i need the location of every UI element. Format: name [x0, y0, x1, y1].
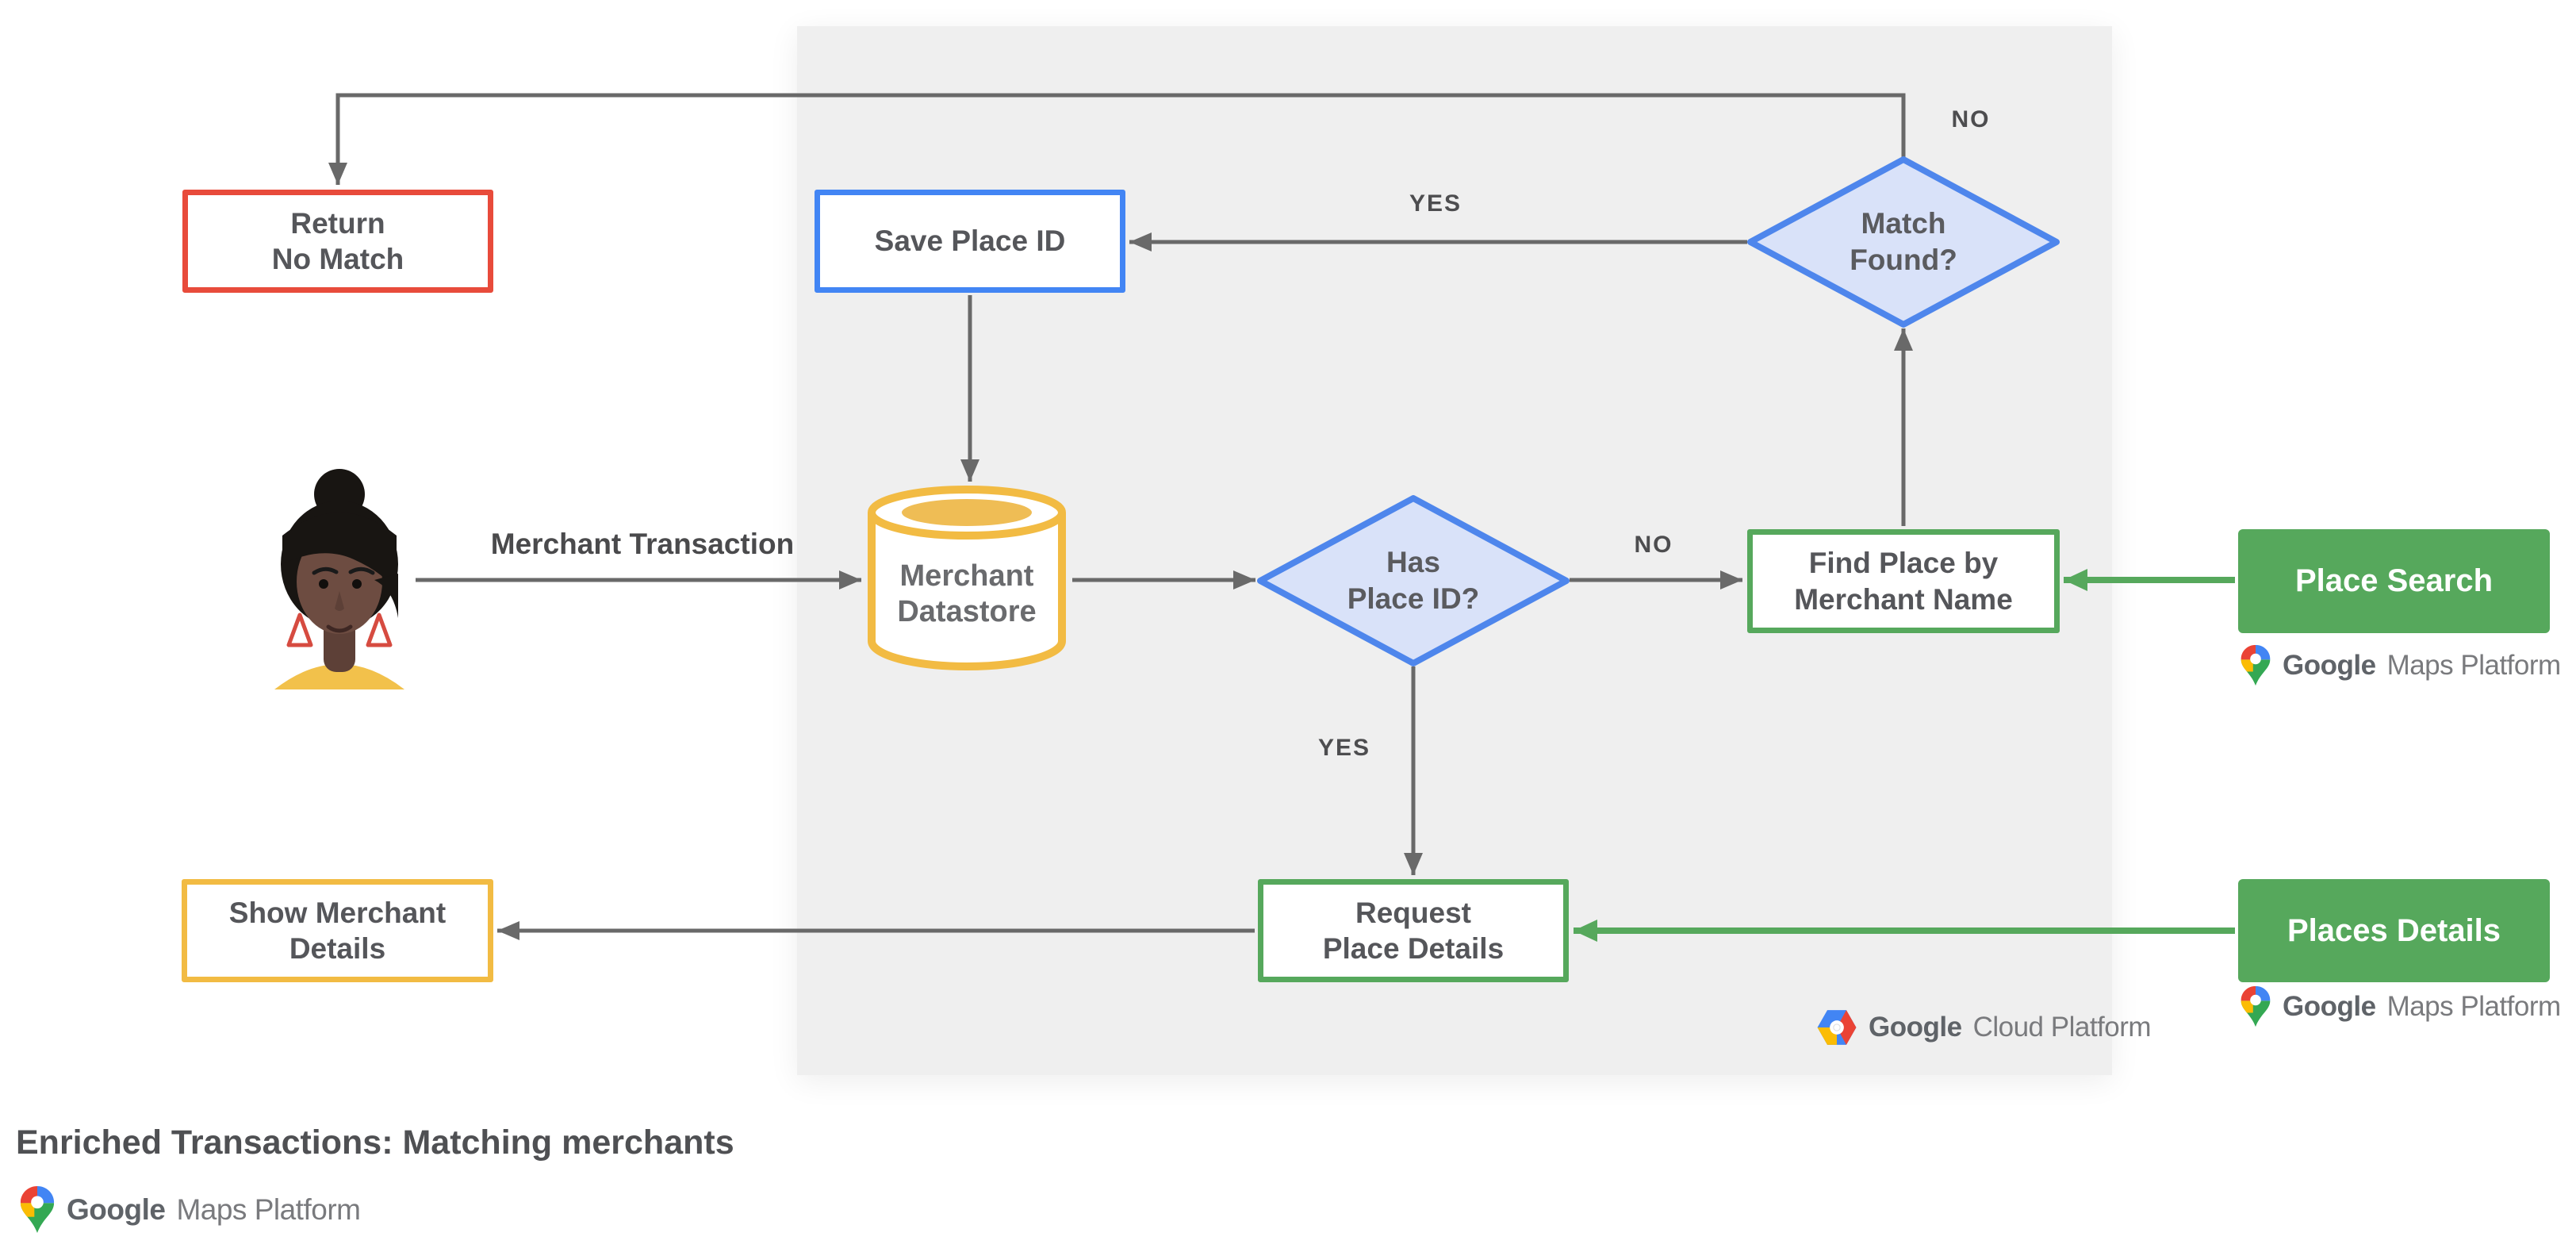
place-search-api-box: Place Search — [2238, 529, 2550, 633]
match-found-yes-label: YES — [1409, 190, 1462, 217]
user-avatar — [274, 469, 404, 689]
gmp-google-text: Google — [2283, 649, 2376, 681]
gmp-logo-footer: Google Maps Platform — [19, 1185, 361, 1234]
gmp-product-text: Maps Platform — [176, 1192, 361, 1226]
merchant-transaction-label: Merchant Transaction — [490, 528, 795, 560]
gcp-google-text: Google — [1869, 1012, 1962, 1043]
gmp-logo-place-search: Google Maps Platform — [2240, 644, 2561, 686]
gmp-logo-places-details: Google Maps Platform — [2240, 985, 2561, 1027]
has-place-id-label: Has Place ID? — [1347, 546, 1480, 616]
match-found-label: Match Found? — [1850, 207, 1957, 277]
maps-pin-icon — [2241, 985, 2271, 1027]
find-place-by-merchant-name-box: Find Place by Merchant Name — [1747, 529, 2060, 633]
has-place-id-no-label: NO — [1634, 532, 1673, 558]
datastore-cylinder-icon — [868, 486, 1066, 670]
gcp-logo: Google Cloud Platform — [1816, 1009, 2152, 1046]
show-merchant-details-box: Show Merchant Details — [182, 879, 493, 982]
maps-pin-icon — [20, 1186, 55, 1233]
maps-pin-icon — [2241, 644, 2271, 686]
request-place-details-box: Request Place Details — [1258, 879, 1569, 982]
gmp-google-text: Google — [67, 1192, 166, 1226]
gmp-product-text: Maps Platform — [2386, 990, 2562, 1022]
gcp-product-text: Cloud Platform — [1972, 1012, 2152, 1043]
places-details-api-box: Places Details — [2238, 879, 2550, 982]
save-place-id-box: Save Place ID — [815, 190, 1125, 293]
gmp-google-text: Google — [2283, 990, 2376, 1022]
gmp-product-text: Maps Platform — [2386, 649, 2562, 681]
has-place-id-yes-label: YES — [1317, 735, 1371, 761]
merchant-datastore-cylinder: Merchant Datastore — [864, 486, 1069, 674]
match-found-no-label: NO — [1951, 106, 1991, 132]
diagram-title: Enriched Transactions: Matching merchant… — [16, 1123, 734, 1162]
return-no-match-box: Return No Match — [182, 190, 493, 293]
merchant-datastore-label: Merchant Datastore — [897, 559, 1037, 628]
cloud-hexagon-icon — [1817, 1010, 1857, 1045]
